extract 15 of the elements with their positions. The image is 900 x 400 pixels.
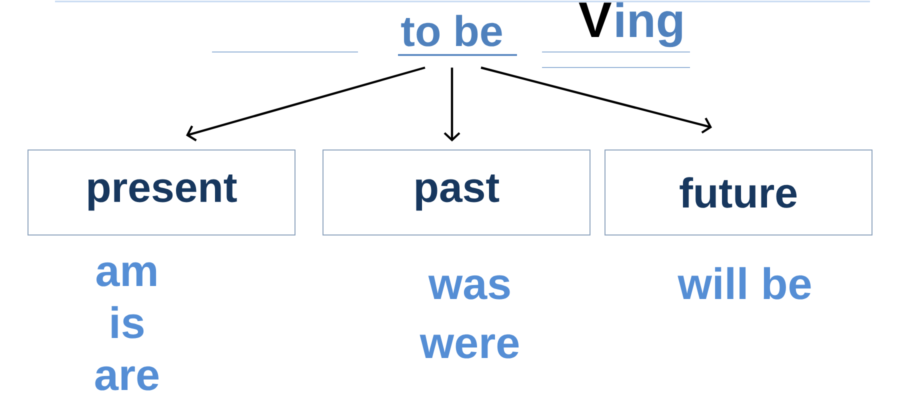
arrow <box>186 66 426 142</box>
tense-box: future <box>604 150 872 236</box>
word-label: were <box>420 334 519 358</box>
arrow <box>480 66 712 134</box>
arrow <box>444 68 460 142</box>
tense-box: past <box>322 150 590 236</box>
word-label: was <box>428 275 510 300</box>
notation-text: V <box>578 2 612 37</box>
tense-box: present <box>28 150 296 236</box>
word-label: is <box>112 306 144 338</box>
notation-text: ing <box>616 2 682 48</box>
word-label: will be <box>678 267 811 300</box>
word-label: am <box>96 262 156 286</box>
heading-text: to be <box>401 14 502 46</box>
word-label: are <box>95 366 158 390</box>
